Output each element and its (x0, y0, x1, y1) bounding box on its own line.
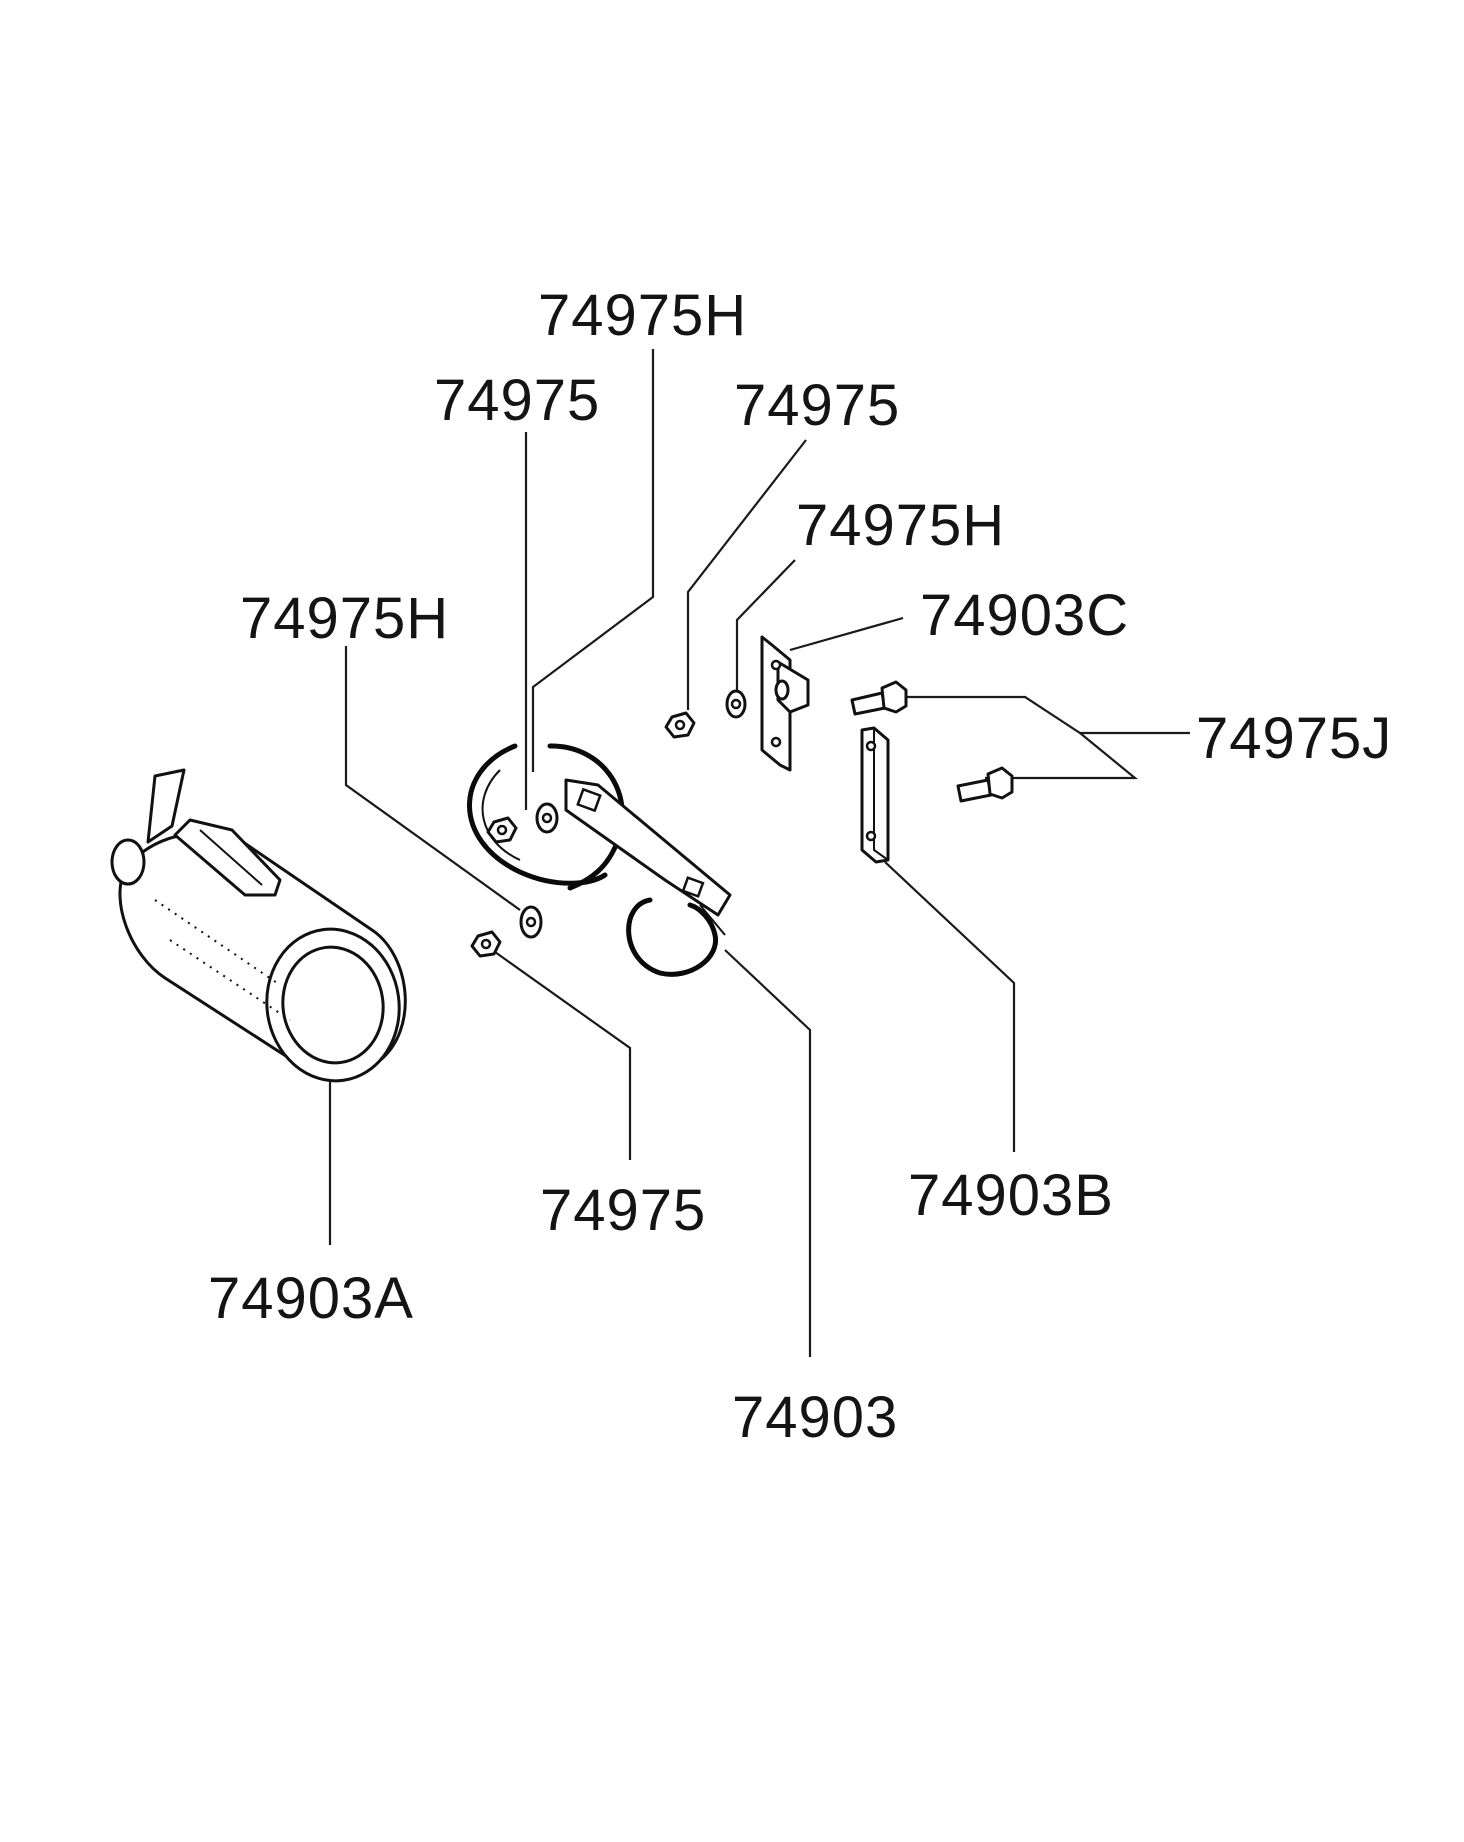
extinguisher-strap (173, 818, 282, 897)
leader-bolts-upper (902, 695, 1190, 735)
leader-left-washer (344, 646, 521, 911)
leader-bracket-assembly (724, 949, 812, 1357)
label-bracket-assembly: 74903 (732, 1385, 898, 1450)
label-extinguisher: 74903A (208, 1266, 414, 1331)
lower-nut-hole (480, 938, 492, 950)
leader-lines (328, 349, 1190, 1357)
label-left-washer: 74975H (240, 586, 449, 651)
band-bump-tail (699, 904, 726, 936)
extinguisher-drawing (110, 768, 407, 1083)
extinguisher-lever (146, 768, 186, 844)
label-top-band-nut: 74975 (434, 368, 600, 433)
band-lower-bump (626, 897, 718, 977)
leader-mounting-plate (884, 861, 1016, 1152)
band-left-arc-inner (481, 769, 521, 861)
plate-hole-bottom (865, 830, 877, 842)
upper-nut-hole (674, 719, 686, 731)
label-upper-right-nut: 74975 (734, 373, 900, 438)
latch-hole-top (770, 659, 782, 671)
label-latch-bracket: 74903C (920, 583, 1129, 648)
bolt-lower-shank (956, 778, 993, 803)
extinguisher-strap-detail (199, 829, 263, 886)
latch-hole-bottom (770, 736, 782, 748)
upper-washer-hole (730, 698, 742, 710)
leader-top-band-connector (531, 349, 655, 772)
extinguisher-base-inner (281, 945, 385, 1065)
label-bolts: 74975J (1196, 706, 1392, 771)
mounting-plate-drawing (860, 726, 890, 864)
bolt-lower-head (986, 766, 1014, 800)
left-washer-hole (525, 916, 537, 928)
bracket-band-drawing (467, 743, 732, 977)
label-upper-right-washer: 74975H (796, 493, 1005, 558)
plate-hole-top (865, 740, 877, 752)
band-nut-left-hole (496, 824, 508, 836)
arm-slot-2 (681, 876, 705, 898)
part-labels: 74975H 74975 74975 74975H 74903C 74975H … (208, 283, 1392, 1450)
leader-bolts-lower (985, 732, 1139, 780)
label-top-band-connector: 74975H (538, 283, 747, 348)
band-washer-hole (541, 812, 553, 824)
latch-bracket-drawing (760, 635, 810, 772)
leader-lower-nut (494, 951, 632, 1160)
label-mounting-plate: 74903B (908, 1163, 1114, 1228)
label-lower-nut: 74975 (540, 1178, 706, 1243)
leader-latch-bracket (789, 616, 904, 652)
leader-upper-right-nut (686, 439, 807, 710)
loose-fasteners (470, 689, 747, 958)
bolts-drawing (850, 680, 1014, 803)
mounting-plate-edge (873, 728, 889, 861)
latch-pin (774, 679, 790, 701)
bolt-upper-head (880, 680, 908, 714)
extinguisher-valve-knob (110, 838, 146, 886)
bolt-upper-shank (850, 691, 887, 716)
extinguisher-shade (154, 899, 291, 1021)
leader-upper-right-washer (735, 559, 796, 690)
arm-slot-1 (576, 787, 602, 813)
